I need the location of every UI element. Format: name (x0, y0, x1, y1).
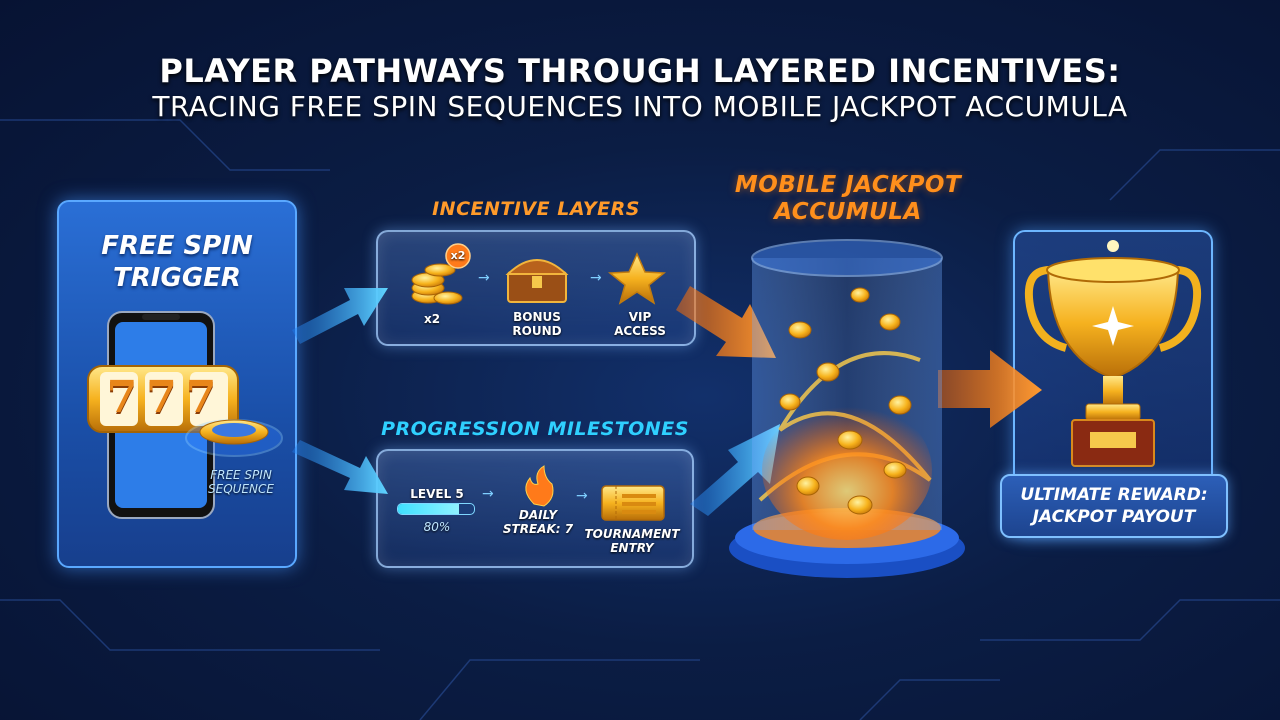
flame-icon (525, 465, 554, 507)
reel-symbols: 777 (106, 372, 226, 423)
star-icon (607, 252, 667, 305)
circuit-lines (0, 119, 1280, 720)
treasure-chest-icon (505, 259, 569, 303)
incentive-item-vip-access: VIP ACCESS (614, 310, 666, 338)
level-progress-fill (398, 504, 459, 514)
arrow-jackpot-to-reward (938, 350, 1042, 428)
coin-stack-icon (411, 243, 471, 305)
level-progress-text: 80% (423, 520, 451, 534)
arrow-to-incentives (292, 288, 388, 344)
incentive-item-bonus-round: BONUS ROUND (512, 310, 562, 338)
ultimate-reward-label-box (1000, 474, 1228, 538)
ticket-icon (601, 485, 665, 521)
level-label: LEVEL 5 (410, 487, 464, 501)
arrow-glyph: → (478, 270, 490, 286)
tournament-entry-label: TOURNAMENT ENTRY (584, 527, 680, 555)
arrow-to-progression (292, 440, 388, 494)
incentive-item-multiplier: x2 (423, 312, 441, 326)
slot-reels-icon (87, 365, 239, 433)
progression-milestones-label: PROGRESSION MILESTONES (381, 418, 689, 440)
daily-streak-label: DAILY STREAK: 7 (502, 508, 574, 536)
level-progress-bar (397, 503, 475, 515)
ultimate-reward-label: ULTIMATE REWARD: JACKPOT PAYOUT (1020, 485, 1208, 527)
arrow-incentives-to-jackpot (676, 286, 776, 358)
mobile-jackpot-label: MOBILE JACKPOT ACCUMULA (734, 172, 962, 225)
arrow-glyph: → (590, 270, 602, 286)
coin-icon (779, 287, 912, 515)
arrow-glyph: → (576, 488, 588, 504)
free-spin-trigger-title: FREE SPIN TRIGGER (101, 231, 253, 293)
multiplier-badge: x2 (450, 249, 466, 262)
trophy-icon (1025, 240, 1201, 467)
incentive-layers-label: INCENTIVE LAYERS (432, 198, 640, 220)
spin-wheel-icon (185, 419, 283, 457)
free-spin-sequence-label: FREE SPIN SEQUENCE (208, 468, 274, 496)
arrow-glyph: → (482, 486, 494, 502)
diagram-title: PLAYER PATHWAYS THROUGH LAYERED INCENTIV… (159, 52, 1121, 90)
jackpot-tube (729, 239, 965, 578)
diagram-subtitle: TRACING FREE SPIN SEQUENCES INTO MOBILE … (152, 90, 1128, 123)
